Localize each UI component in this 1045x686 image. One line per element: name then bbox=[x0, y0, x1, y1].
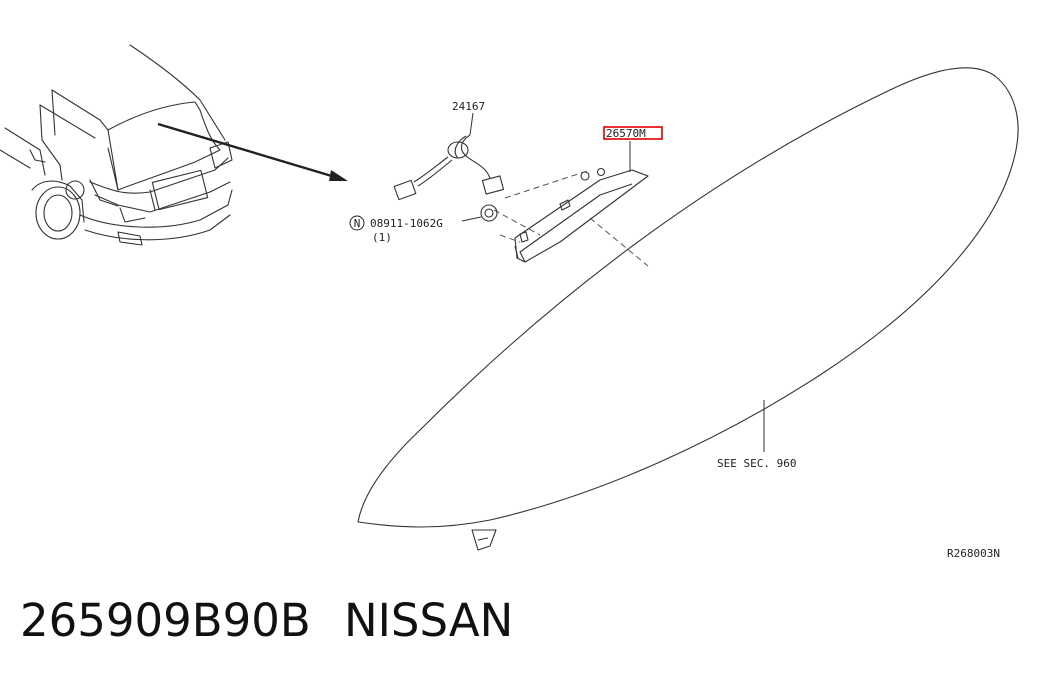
clip-nut bbox=[480, 204, 498, 222]
part-number-caption: 265909B90B bbox=[20, 594, 311, 647]
nut-qty-callout: (1) bbox=[372, 231, 392, 244]
leader-arrow bbox=[157, 122, 348, 181]
nut-ref-callout: 08911-1062G bbox=[370, 217, 443, 230]
part-highlight-box bbox=[603, 126, 663, 140]
section-ref-callout: SEE SEC. 960 bbox=[717, 457, 796, 470]
nut-symbol-circle bbox=[349, 215, 365, 231]
wire-harness bbox=[393, 134, 505, 201]
vehicle-rear-sketch bbox=[0, 44, 233, 246]
install-guide-lines bbox=[493, 169, 649, 267]
harness-callout: 24167 bbox=[452, 100, 485, 113]
drawing-code: R268003N bbox=[947, 547, 1000, 560]
callout-leaders bbox=[461, 112, 765, 452]
stop-lamp-assembly bbox=[514, 167, 649, 263]
lamp-part-callout: 26570M bbox=[606, 127, 646, 140]
brand-caption: NISSAN bbox=[344, 594, 514, 647]
rear-spoiler-outline bbox=[357, 67, 1019, 551]
nut-symbol-letter: N bbox=[354, 217, 361, 230]
